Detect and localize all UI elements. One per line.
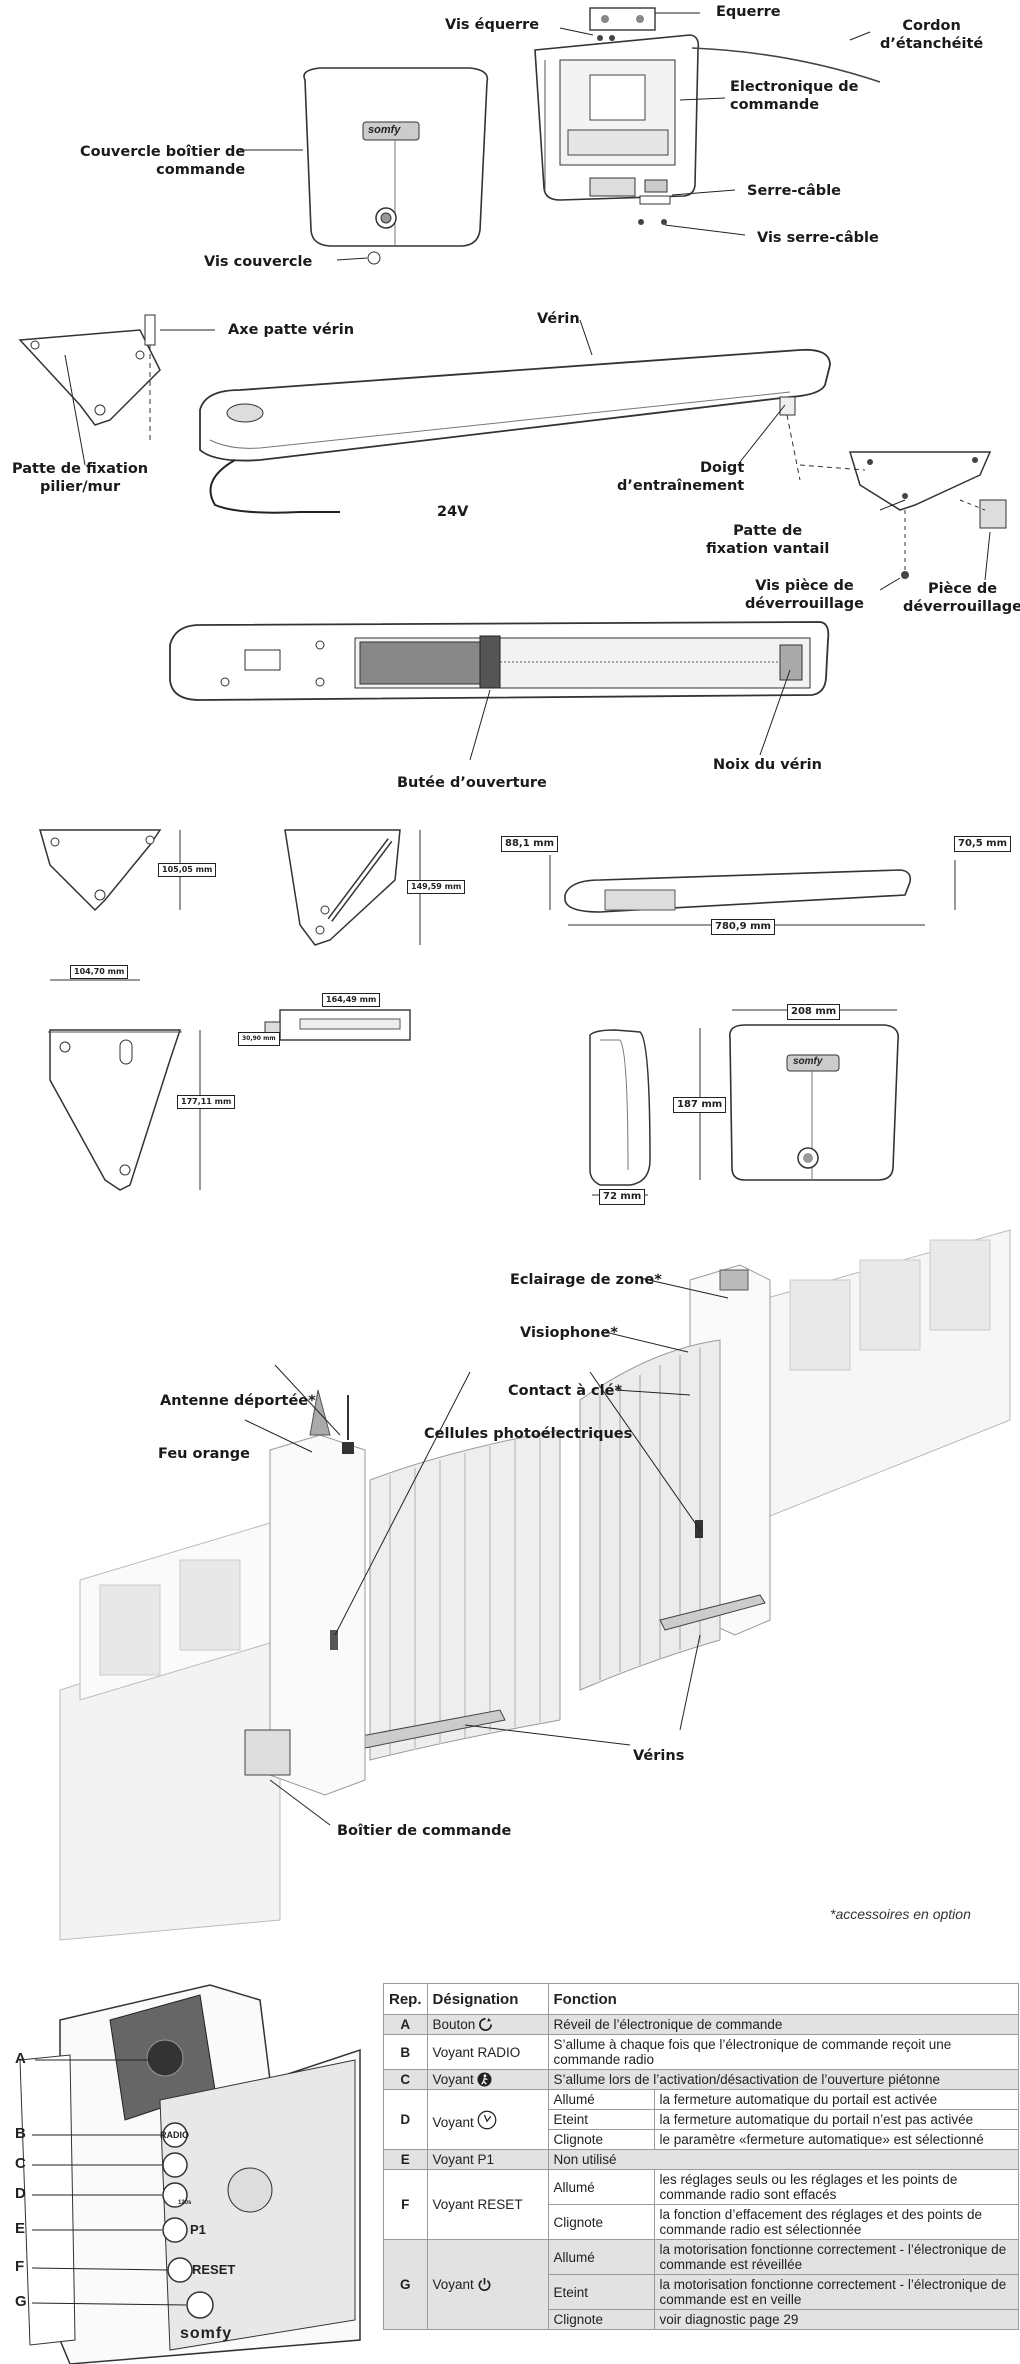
panel-letter-c: C — [15, 2155, 26, 2172]
section-installation: Eclairage de zone* Visiophone* Contact à… — [0, 1220, 1020, 1960]
panel-letter-b: B — [15, 2125, 26, 2142]
header-rep: Rep. — [383, 1983, 428, 2015]
panel-letter-e: E — [15, 2220, 26, 2237]
panel-text-logo: somfy — [180, 2325, 233, 2342]
table-row: A Bouton Réveil de l’électronique de com… — [383, 2014, 1020, 2035]
dim-88: 88,1 mm — [501, 836, 558, 852]
panel-drawing — [19, 1984, 361, 2364]
panel-letter-f: F — [15, 2258, 25, 2275]
panel-text-p1: P1 — [190, 2222, 206, 2237]
section-actuator: Axe patte vérin Vérin Patte de fixation … — [0, 300, 1020, 800]
dim-104: 104,70 mm — [70, 965, 129, 979]
dim-70: 70,5 mm — [954, 836, 1011, 852]
somfy-logo-2: somfy — [793, 1056, 823, 1067]
dim-208: 208 mm — [787, 1004, 841, 1020]
label-antenne: Antenne déportée* — [160, 1393, 316, 1409]
label-24v: 24V — [437, 504, 469, 520]
somfy-logo: somfy — [368, 124, 401, 136]
table-row: C Voyant S’allume lors de l’activation/d… — [383, 2069, 1020, 2090]
power-icon — [478, 2277, 491, 2292]
panel-letter-a: A — [15, 2050, 26, 2067]
table-row: B Voyant RADIO S’allume à chaque fois qu… — [383, 2034, 1020, 2070]
label-feu: Feu orange — [158, 1446, 250, 1462]
actuator-drawing — [18, 314, 1007, 761]
label-vis-piece: Vis pièce de déverrouillage — [745, 578, 864, 612]
section-control-box: Vis équerre Equerre Cordon d’étanchéité … — [0, 0, 1020, 300]
label-contact: Contact à clé* — [508, 1383, 623, 1399]
label-vis-couvercle: Vis couvercle — [204, 254, 313, 270]
label-butee: Butée d’ouverture — [397, 775, 547, 791]
label-boitier: Boîtier de commande — [337, 1823, 512, 1839]
label-vis-serre-cable: Vis serre-câble — [757, 230, 879, 246]
control-box-drawing — [240, 7, 881, 265]
panel-text-timer: 120s — [178, 2200, 192, 2206]
label-eclairage: Eclairage de zone* — [510, 1272, 662, 1288]
table-row: G Voyant Allumé la motorisation fonction… — [383, 2239, 1020, 2330]
dim-105: 105,05 mm — [158, 863, 217, 877]
label-cellules: Cellules photoélectriques — [424, 1426, 633, 1442]
table-header-row: Rep. Désignation Fonction — [383, 1983, 1020, 2015]
function-table: Rep. Désignation Fonction A Bouton Révei… — [383, 1983, 1020, 2330]
label-doigt: Doigt d’entraînement — [617, 460, 745, 494]
label-verin: Vérin — [537, 311, 580, 327]
label-patte-vantail: Patte de fixation vantail — [706, 523, 830, 557]
table-row: D Voyant Allumé la fermeture automatique… — [383, 2089, 1020, 2150]
label-axe-patte: Axe patte vérin — [228, 322, 355, 338]
table-row: Clignote voir diagnostic page 29 — [384, 2309, 1020, 2330]
dim-177: 177,11 mm — [177, 1095, 236, 1109]
dim-780: 780,9 mm — [711, 919, 775, 935]
section-dimensions: 105,05 mm 149,59 mm 88,1 mm 70,5 mm 780,… — [0, 800, 1020, 1220]
table-row: F Voyant RESET Allumé les réglages seuls… — [383, 2169, 1020, 2240]
dim-187: 187 mm — [673, 1097, 727, 1113]
panel-text-radio: RADIO — [160, 2130, 189, 2140]
header-fonction: Fonction — [547, 1983, 1020, 2015]
label-electronique: Electronique de commande — [730, 79, 859, 113]
label-cordon: Cordon d’étanchéité — [880, 18, 984, 52]
installation-drawing — [59, 1229, 1011, 1941]
section-panel: A B C D E F G RADIO 120s P1 RESET somfy — [0, 1960, 1020, 2364]
dim-30: 30,90 mm — [238, 1032, 280, 1046]
header-designation: Désignation — [426, 1983, 549, 2015]
table-row: Eteint la motorisation fonctionne correc… — [384, 2274, 1020, 2310]
label-visiophone: Visiophone* — [520, 1325, 618, 1341]
dim-164: 164,49 mm — [322, 993, 381, 1007]
label-verins: Vérins — [633, 1748, 685, 1764]
panel-text-reset: RESET — [192, 2262, 236, 2277]
dim-149: 149,59 mm — [407, 880, 466, 894]
timer-icon — [477, 2110, 497, 2129]
table-row: Eteint la fermeture automatique du porta… — [384, 2109, 1020, 2130]
label-couvercle-boitier: Couvercle boîtier de commande — [80, 144, 246, 178]
label-noix: Noix du vérin — [713, 757, 822, 773]
pedestrian-icon — [477, 2072, 492, 2087]
dim-72: 72 mm — [599, 1189, 646, 1205]
label-vis-equerre: Vis équerre — [445, 17, 540, 33]
accessories-note: *accessoires en option — [830, 1906, 971, 1922]
panel-letter-d: D — [15, 2185, 26, 2202]
label-patte-fixation: Patte de fixation pilier/mur — [12, 461, 149, 495]
label-equerre: Equerre — [716, 4, 781, 20]
label-serre-cable: Serre-câble — [747, 183, 841, 199]
wake-icon — [479, 2017, 493, 2031]
table-row: E Voyant P1 Non utilisé — [383, 2149, 1020, 2170]
table-row: Clignote la fonction d’effacement des ré… — [384, 2204, 1020, 2240]
label-piece-deverrouillage: Pièce de déverrouillage — [903, 581, 1020, 615]
panel-letter-g: G — [15, 2293, 27, 2310]
dimensions-drawing — [39, 829, 956, 1196]
